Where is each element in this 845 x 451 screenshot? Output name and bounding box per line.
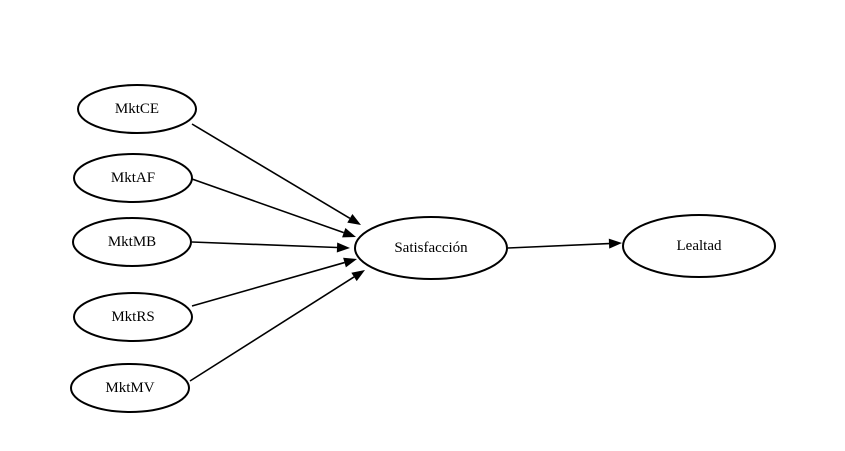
- node-ellipse: [77, 84, 197, 134]
- node-lealtad: Lealtad: [622, 214, 776, 278]
- node-mktmb: MktMB: [72, 217, 192, 267]
- arrow-line: [507, 242, 610, 249]
- arrowhead-icon: [336, 242, 350, 253]
- node-ellipse: [354, 216, 508, 280]
- arrow-mktce-to-satisfaccion: [191, 123, 361, 225]
- node-ellipse: [622, 214, 776, 278]
- arrow-line: [189, 276, 355, 382]
- arrow-mktmb-to-satisfaccion: [191, 241, 350, 253]
- node-satisfaccion: Satisfacción: [354, 216, 508, 280]
- node-label: MktCE: [115, 101, 159, 117]
- edges-layer: [189, 123, 622, 382]
- node-label: MktAF: [111, 170, 155, 186]
- node-ellipse: [72, 217, 192, 267]
- node-mktmv: MktMV: [70, 363, 190, 413]
- node-ellipse: [73, 292, 193, 342]
- node-label: Satisfacción: [394, 240, 468, 256]
- node-ellipse: [70, 363, 190, 413]
- node-ellipse: [73, 153, 193, 203]
- node-label: MktRS: [111, 309, 154, 325]
- arrowhead-icon: [351, 270, 365, 282]
- node-label: MktMV: [105, 380, 154, 396]
- arrow-line: [191, 241, 338, 249]
- arrow-mktrs-to-satisfaccion: [191, 257, 357, 307]
- arrow-line: [191, 123, 351, 220]
- node-mktce: MktCE: [77, 84, 197, 134]
- arrow-mktaf-to-satisfaccion: [191, 178, 356, 238]
- arrow-satisfaccion-to-lealtad: [507, 238, 622, 249]
- arrowhead-icon: [342, 227, 356, 238]
- node-mktaf: MktAF: [73, 153, 193, 203]
- arrowhead-icon: [343, 257, 357, 268]
- arrow-mktmv-to-satisfaccion: [189, 270, 365, 382]
- arrowhead-icon: [608, 238, 622, 249]
- node-label: Lealtad: [677, 238, 722, 254]
- nodes-layer: MktCE MktAF MktMB MktRS MktMV Satisfacción Lea…: [70, 84, 776, 413]
- arrow-line: [191, 261, 345, 307]
- node-mktrs: MktRS: [73, 292, 193, 342]
- arrow-line: [191, 178, 345, 234]
- arrowhead-icon: [347, 214, 361, 225]
- node-label: MktMB: [108, 234, 156, 250]
